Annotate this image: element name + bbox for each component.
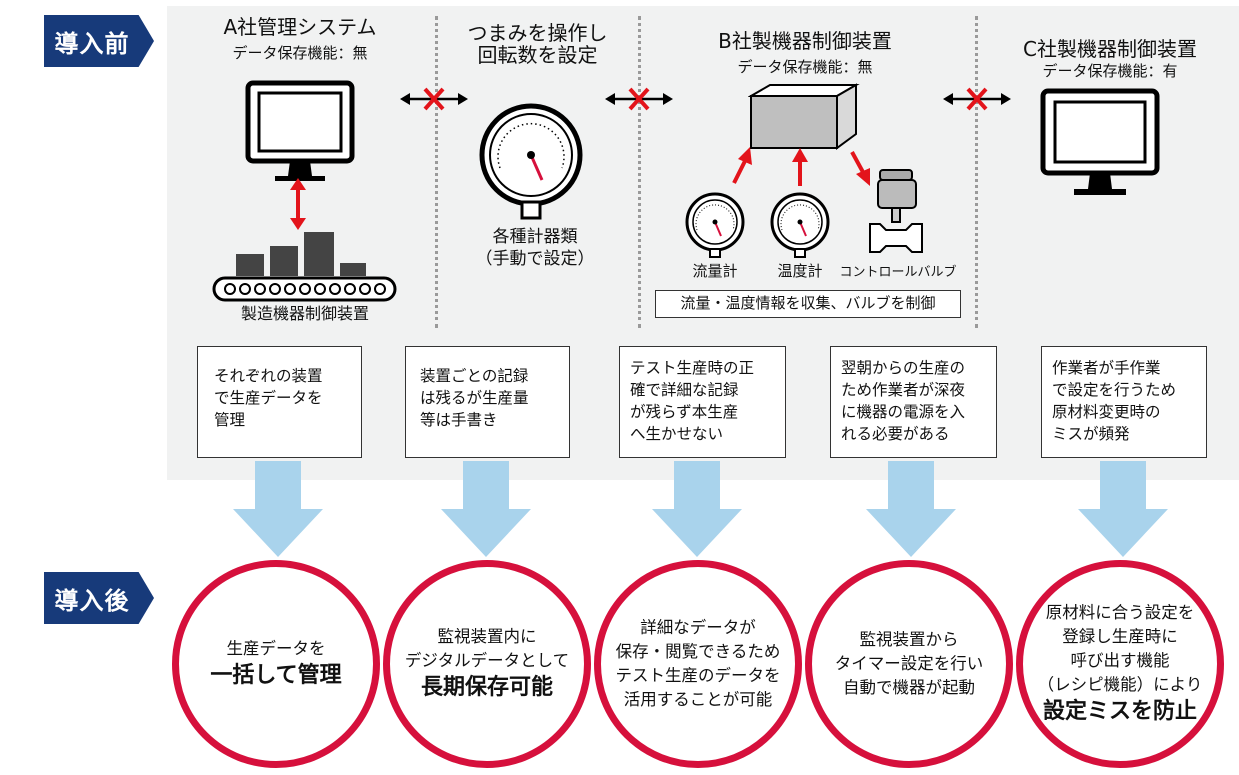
problem-box-3: テスト生産時の正 確で詳細な記録 が残らず本生産 へ生かせない xyxy=(619,346,786,458)
down-arrow-3-icon xyxy=(652,461,742,557)
col-a-title: A社管理システム xyxy=(223,15,377,39)
result-4-line-1: 監視装置から xyxy=(859,630,959,649)
sensor-label-flow: 流量計 xyxy=(692,262,738,280)
col-b-info-box: 流量・温度情報を収集、バルブを制御 xyxy=(655,290,961,318)
result-2-line-2: デジタルデータとして xyxy=(404,651,570,670)
result-4-line-3: 自動で機器が起動 xyxy=(843,678,975,697)
result-3-line-3: テスト生産のデータを xyxy=(615,666,781,685)
result-5-line-2: 登録し生産時に xyxy=(1062,627,1178,646)
result-circle-3: 詳細なデータが 保存・閲覧できるため テスト生産のデータを 活用することが可能 xyxy=(594,560,802,768)
gauge-large-icon xyxy=(479,103,583,220)
blocked-link-3-icon xyxy=(943,87,1011,111)
monitor-a-icon xyxy=(245,80,355,181)
result-4-line-2: タイマー設定を行い xyxy=(834,654,984,673)
problem-box-5: 作業者が手作業 で設定を行うため 原材料変更時の ミスが頻発 xyxy=(1041,346,1207,458)
temperature-meter-icon xyxy=(770,192,830,258)
col-a-device-caption: 製造機器制御装置 xyxy=(240,304,369,323)
result-5-line-3: 呼び出す機能 xyxy=(1070,651,1170,670)
conveyor-icon xyxy=(212,232,397,302)
flow-meter-icon xyxy=(685,192,745,258)
result-circle-5: 原材料に合う設定を 登録し生産時に 呼び出す機能 （レシピ機能）により 設定ミス… xyxy=(1016,560,1224,768)
divider-2 xyxy=(638,16,641,328)
controller-box-icon xyxy=(748,83,860,150)
red-double-arrow-icon xyxy=(290,178,306,230)
result-5-line-4: （レシピ機能）により xyxy=(1037,675,1203,694)
result-circle-4: 監視装置から タイマー設定を行い 自動で機器が起動 xyxy=(805,560,1013,768)
after-tag: 導入後 xyxy=(44,572,154,624)
col-knob-title: つまみを操作し 回転数を設定 xyxy=(467,21,608,67)
col-c-subtitle: データ保存機能：有 xyxy=(1042,62,1178,80)
down-arrow-5-icon xyxy=(1078,461,1168,557)
result-3-line-1: 詳細なデータが xyxy=(640,618,756,637)
problem-box-4: 翌朝からの生産の ため作業者が深夜 に機器の電源を入 れる必要がある xyxy=(830,346,997,458)
before-tag: 導入前 xyxy=(44,15,154,67)
result-5-line-5: 設定ミスを防止 xyxy=(1042,699,1197,724)
down-arrow-2-icon xyxy=(441,461,531,557)
problem-box-2: 装置ごとの記録 は残るが生産量 等は手書き xyxy=(405,346,570,458)
result-1-line-2: 一括して管理 xyxy=(210,663,342,688)
problem-box-1: それぞれの装置 で生産データを 管理 xyxy=(197,346,362,458)
col-b-title: B社製機器制御装置 xyxy=(718,29,892,53)
arrow-up-icon xyxy=(792,148,808,186)
arrow-up-left-icon xyxy=(732,147,752,184)
result-2-line-1: 監視装置内に xyxy=(437,627,537,646)
blocked-link-2-icon xyxy=(605,87,673,111)
col-c-title: C社製機器制御装置 xyxy=(1023,37,1197,61)
col-b-subtitle: データ保存機能：無 xyxy=(737,58,873,76)
col-a-subtitle: データ保存機能：無 xyxy=(232,44,368,62)
sensor-label-valve: コントロールバルブ xyxy=(839,265,957,280)
result-circle-1: 生産データを 一括して管理 xyxy=(172,560,380,768)
col-knob-device-caption: 各種計器類 （手動で設定） xyxy=(475,227,595,269)
result-3-line-4: 活用することが可能 xyxy=(623,690,773,709)
arrow-down-right-icon xyxy=(850,151,870,186)
down-arrow-4-icon xyxy=(866,461,956,557)
blocked-link-1-icon xyxy=(400,87,468,111)
divider-3 xyxy=(975,16,978,328)
result-circle-2: 監視装置内に デジタルデータとして 長期保存可能 xyxy=(383,560,591,768)
result-5-line-1: 原材料に合う設定を xyxy=(1045,603,1195,622)
sensor-label-temp: 温度計 xyxy=(777,262,823,280)
divider-1 xyxy=(435,16,438,328)
down-arrow-1-icon xyxy=(233,461,323,557)
result-2-line-3: 長期保存可能 xyxy=(420,675,553,700)
control-valve-icon xyxy=(869,169,923,253)
result-3-line-2: 保存・閲覧できるため xyxy=(615,642,781,661)
monitor-c-icon xyxy=(1040,88,1160,195)
result-1-line-1: 生産データを xyxy=(226,639,326,658)
